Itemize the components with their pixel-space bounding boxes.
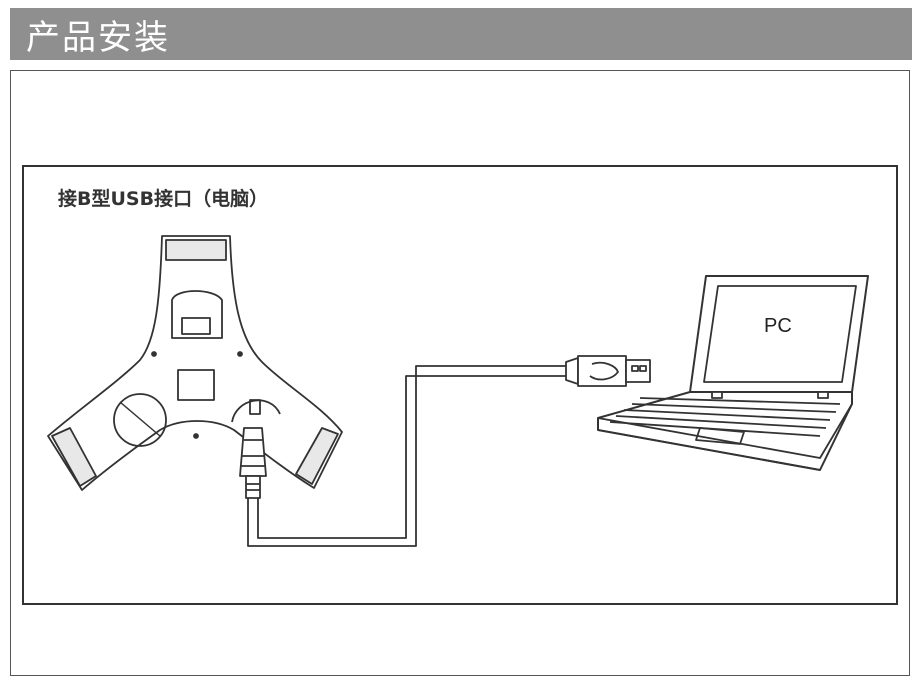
diagram-frame <box>22 165 898 605</box>
laptop-pc <box>597 275 869 471</box>
speakerphone-device <box>47 235 343 491</box>
usb-b-connector <box>239 427 267 499</box>
usb-a-connector <box>565 355 651 387</box>
usb-cable <box>247 365 566 547</box>
pc-label: PC <box>764 315 792 337</box>
section-header: 产品安装 <box>10 8 912 60</box>
connection-label: 接B型USB接口（电脑） <box>58 188 269 210</box>
section-title: 产品安装 <box>26 17 170 58</box>
